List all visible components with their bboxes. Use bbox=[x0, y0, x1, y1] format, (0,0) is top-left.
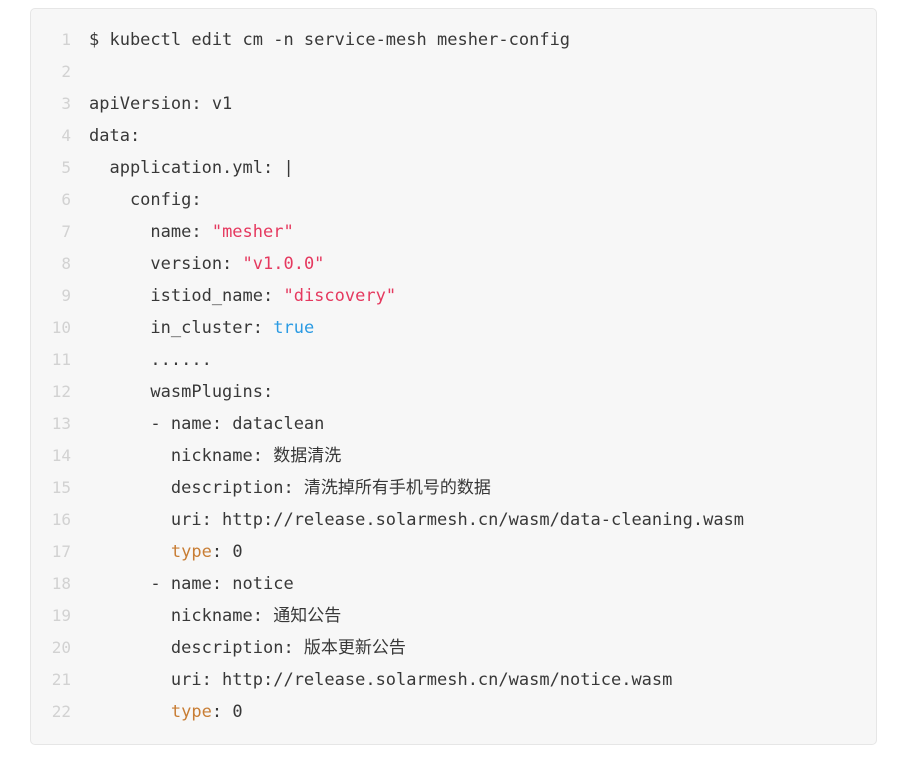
code-line: 8 version: "v1.0.0" bbox=[31, 248, 876, 280]
line-number: 18 bbox=[51, 574, 71, 593]
token-plain: $ kubectl edit cm -n service-mesh mesher… bbox=[89, 30, 571, 50]
token-plain: application.yml: | bbox=[89, 158, 294, 178]
code-text: apiVersion: v1 bbox=[71, 88, 232, 120]
code-line: 6 config: bbox=[31, 184, 876, 216]
line-number: 2 bbox=[61, 62, 71, 81]
code-line: 21 uri: http://release.solarmesh.cn/wasm… bbox=[31, 664, 876, 696]
code-text: in_cluster: true bbox=[71, 312, 314, 344]
token-plain: description: 版本更新公告 bbox=[89, 638, 406, 658]
code-text: nickname: 数据清洗 bbox=[71, 440, 341, 472]
line-number: 22 bbox=[51, 702, 71, 721]
token-plain: nickname: 通知公告 bbox=[89, 606, 342, 626]
code-text: data: bbox=[71, 120, 140, 152]
line-number: 3 bbox=[61, 94, 71, 113]
code-text: type: 0 bbox=[71, 536, 243, 568]
token-plain bbox=[89, 542, 171, 562]
code-text: config: bbox=[71, 184, 202, 216]
code-line: 17 type: 0 bbox=[31, 536, 876, 568]
code-text: description: 版本更新公告 bbox=[71, 632, 406, 664]
token-plain: description: 清洗掉所有手机号的数据 bbox=[89, 478, 491, 498]
token-string: "discovery" bbox=[283, 286, 397, 306]
token-plain: apiVersion: v1 bbox=[89, 94, 233, 114]
code-text: uri: http://release.solarmesh.cn/wasm/no… bbox=[71, 664, 673, 696]
token-plain: uri: http://release.solarmesh.cn/wasm/da… bbox=[89, 510, 745, 530]
token-plain: istiod_name: bbox=[89, 286, 284, 306]
code-line: 9 istiod_name: "discovery" bbox=[31, 280, 876, 312]
code-line: 15 description: 清洗掉所有手机号的数据 bbox=[31, 472, 876, 504]
code-line: 11 ...... bbox=[31, 344, 876, 376]
code-text: type: 0 bbox=[71, 696, 243, 728]
line-number: 10 bbox=[51, 318, 71, 337]
code-line: 19 nickname: 通知公告 bbox=[31, 600, 876, 632]
token-plain: uri: http://release.solarmesh.cn/wasm/no… bbox=[89, 670, 673, 690]
line-number: 14 bbox=[51, 446, 71, 465]
line-number: 15 bbox=[51, 478, 71, 497]
code-text: ...... bbox=[71, 344, 212, 376]
code-block: 1 $ kubectl edit cm -n service-mesh meshe… bbox=[30, 8, 877, 745]
line-number: 5 bbox=[61, 158, 71, 177]
code-line: 1 $ kubectl edit cm -n service-mesh meshe… bbox=[31, 24, 876, 56]
code-text: uri: http://release.solarmesh.cn/wasm/da… bbox=[71, 504, 744, 536]
line-number: 21 bbox=[51, 670, 71, 689]
token-plain: : 0 bbox=[211, 702, 243, 722]
line-number: 8 bbox=[61, 254, 71, 273]
code-text: name: "mesher" bbox=[71, 216, 294, 248]
token-plain: version: bbox=[89, 254, 243, 274]
token-plain: : 0 bbox=[211, 542, 243, 562]
token-string: "v1.0.0" bbox=[242, 254, 325, 274]
code-lines-container: 1 $ kubectl edit cm -n service-mesh meshe… bbox=[31, 24, 876, 728]
token-plain: - name: dataclean bbox=[89, 414, 325, 434]
code-line: 16 uri: http://release.solarmesh.cn/wasm… bbox=[31, 504, 876, 536]
code-text: nickname: 通知公告 bbox=[71, 600, 341, 632]
code-line: 14 nickname: 数据清洗 bbox=[31, 440, 876, 472]
code-text: description: 清洗掉所有手机号的数据 bbox=[71, 472, 491, 504]
line-number: 16 bbox=[51, 510, 71, 529]
code-line: 3 apiVersion: v1 bbox=[31, 88, 876, 120]
token-plain: name: bbox=[89, 222, 212, 242]
code-line: 20 description: 版本更新公告 bbox=[31, 632, 876, 664]
token-keyword: type bbox=[170, 542, 212, 562]
token-plain bbox=[89, 702, 171, 722]
code-text: application.yml: | bbox=[71, 152, 294, 184]
token-plain: data: bbox=[89, 126, 141, 146]
line-number: 12 bbox=[51, 382, 71, 401]
token-string: "mesher" bbox=[211, 222, 294, 242]
code-text: istiod_name: "discovery" bbox=[71, 280, 396, 312]
code-line: 10 in_cluster: true bbox=[31, 312, 876, 344]
line-number: 9 bbox=[61, 286, 71, 305]
code-line: 4 data: bbox=[31, 120, 876, 152]
code-line: 7 name: "mesher" bbox=[31, 216, 876, 248]
line-number: 7 bbox=[61, 222, 71, 241]
code-line: 2 bbox=[31, 56, 876, 88]
line-number: 4 bbox=[61, 126, 71, 145]
line-number: 1 bbox=[61, 30, 71, 49]
line-number: 17 bbox=[51, 542, 71, 561]
token-plain: ...... bbox=[89, 350, 212, 370]
code-line: 18 - name: notice bbox=[31, 568, 876, 600]
code-text: version: "v1.0.0" bbox=[71, 248, 324, 280]
code-text: $ kubectl edit cm -n service-mesh mesher… bbox=[71, 24, 570, 56]
code-line: 13 - name: dataclean bbox=[31, 408, 876, 440]
code-line: 22 type: 0 bbox=[31, 696, 876, 728]
token-plain: nickname: 数据清洗 bbox=[89, 446, 342, 466]
line-number: 19 bbox=[51, 606, 71, 625]
token-plain: - name: notice bbox=[89, 574, 294, 594]
line-number: 20 bbox=[51, 638, 71, 657]
token-plain: config: bbox=[89, 190, 202, 210]
code-line: 12 wasmPlugins: bbox=[31, 376, 876, 408]
code-text: wasmPlugins: bbox=[71, 376, 273, 408]
line-number: 13 bbox=[51, 414, 71, 433]
code-text: - name: dataclean bbox=[71, 408, 324, 440]
token-plain: wasmPlugins: bbox=[89, 382, 274, 402]
token-plain: in_cluster: bbox=[89, 318, 274, 338]
code-text: - name: notice bbox=[71, 568, 294, 600]
code-line: 5 application.yml: | bbox=[31, 152, 876, 184]
code-text bbox=[71, 56, 89, 88]
token-boolean: true bbox=[273, 318, 315, 338]
token-keyword: type bbox=[170, 702, 212, 722]
line-number: 11 bbox=[51, 350, 71, 369]
line-number: 6 bbox=[61, 190, 71, 209]
